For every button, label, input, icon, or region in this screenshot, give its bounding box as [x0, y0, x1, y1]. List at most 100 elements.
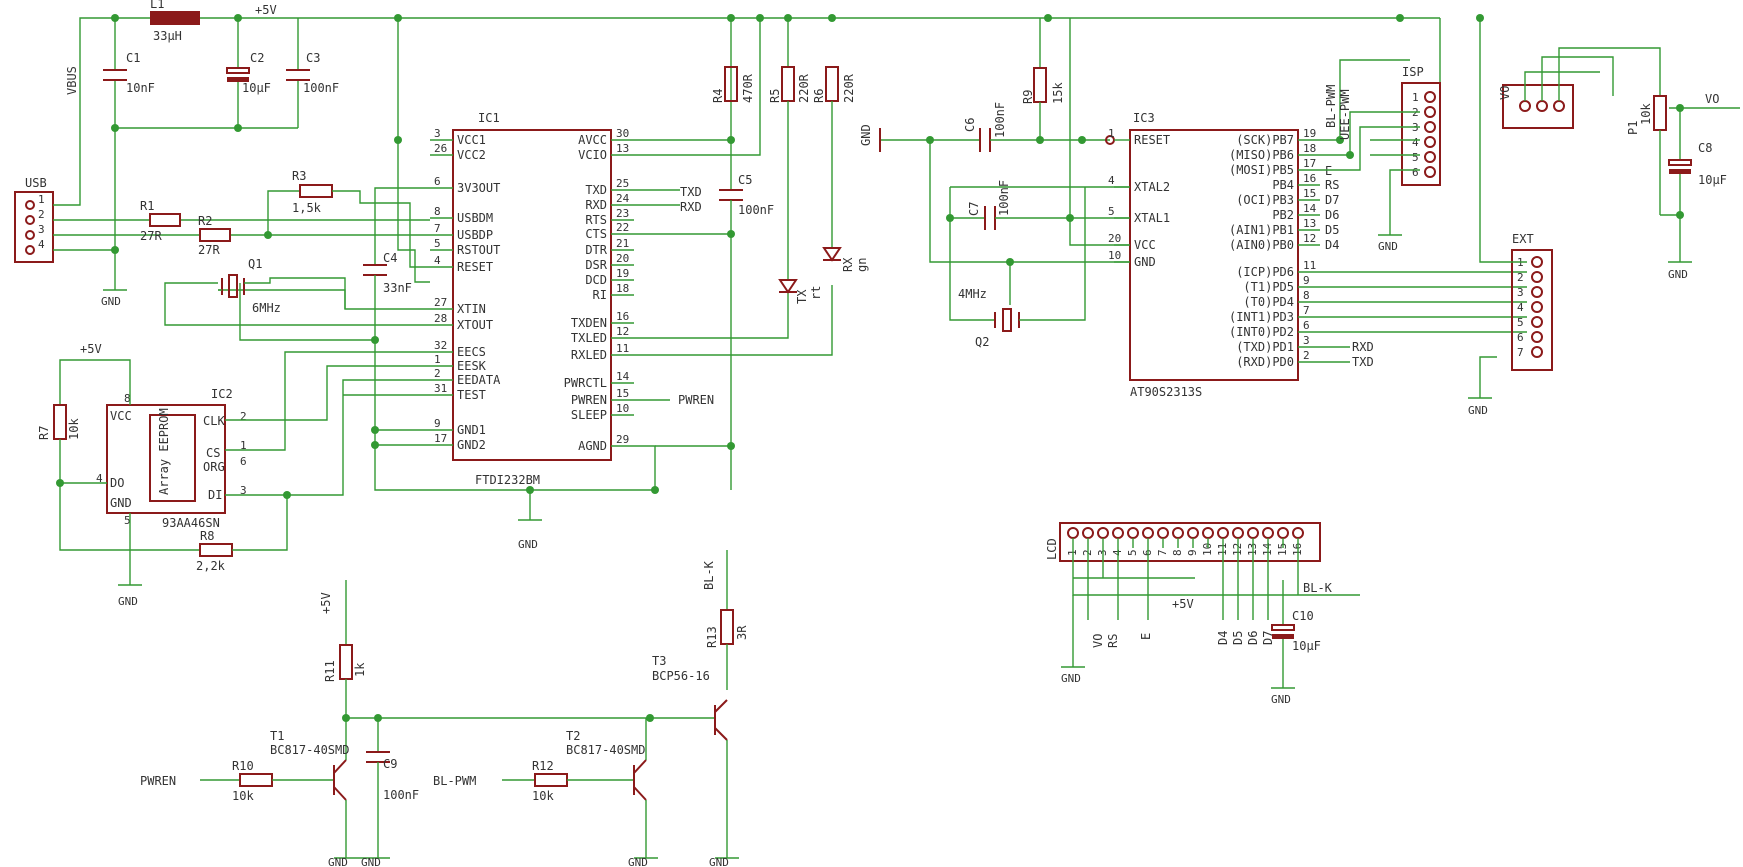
c4-ref: C4: [383, 251, 397, 265]
ic2-pin-2-num: 2: [240, 410, 247, 423]
ic1-pin-name-txd: TXD: [585, 183, 607, 197]
r12-value: 10k: [532, 789, 554, 803]
p1-ref: P1: [1626, 121, 1640, 135]
ext-pin-label-4: 4: [1517, 301, 1524, 314]
lcd-pin-label-5: 5: [1126, 549, 1139, 556]
supply-rail: L1 33µH +5V VBUS: [65, 0, 1484, 200]
ic1-pin-num-7: 7: [434, 222, 441, 235]
c2-ref: C2: [250, 51, 264, 65]
isp-pin-label-4: 4: [1412, 136, 1419, 149]
ic3-pin-num-19: 19: [1303, 127, 1316, 140]
ic2-pin-1-num: 1: [240, 439, 247, 452]
ic1-pin-num-30: 30: [616, 127, 629, 140]
ic1-pin-num-3: 3: [434, 127, 441, 140]
r2-value: 27R: [198, 243, 220, 257]
ic1-pin-num-22: 22: [616, 221, 629, 234]
ic3-pin-num-4: 4: [1108, 174, 1115, 187]
ic3-net-7: D4: [1325, 238, 1339, 252]
ic3-pin-name-14: (RXD)PD0: [1236, 355, 1294, 369]
ic1-pin-num-6: 6: [434, 175, 441, 188]
ic3-pin-name-3: PB4: [1272, 178, 1294, 192]
lcd-pin-label-8: 8: [1171, 549, 1184, 556]
ic2-vcc-label: +5V: [80, 342, 102, 356]
ic1-pin-num-15: 15: [616, 387, 629, 400]
ic1-pin-name-dtr: DTR: [585, 243, 607, 257]
t2-ref: T2: [566, 729, 580, 743]
led-rx-value: gn: [855, 258, 869, 272]
lcd-pin-6: [1142, 527, 1154, 539]
lcd-pin-9: [1187, 527, 1199, 539]
ic1-pin-name-usbdp: USBDP: [457, 228, 493, 242]
lcd-pin-label-10: 10: [1201, 543, 1214, 556]
ic1-pin-name-gnd1: GND1: [457, 423, 486, 437]
led-tx-value: rt: [809, 286, 823, 300]
ic3-pin-num-7: 7: [1303, 304, 1310, 317]
net-txd-1: TXD: [680, 185, 702, 199]
vo-circuit: VO VO P1 10k GND C8 10µF: [1498, 47, 1740, 281]
t2-value: BC817-40SMD: [566, 743, 645, 757]
ic3-pin-name-0: (SCK)PB7: [1236, 133, 1294, 147]
r12-ref: R12: [532, 759, 554, 773]
ic1-pin-name-reset: RESET: [457, 260, 493, 274]
ext-pin-label-7: 7: [1517, 346, 1524, 359]
usb-pin-2: 2: [38, 208, 45, 221]
ic1-pin-num-12: 12: [616, 325, 629, 338]
gnd-vo: GND: [1668, 268, 1688, 281]
ic1-pin-num-1: 1: [434, 353, 441, 366]
isp-pin-label-1: 1: [1412, 91, 1419, 104]
ic1-value: FTDI232BM: [475, 473, 540, 487]
lcd-pin-label-15: 15: [1276, 543, 1289, 556]
c8-value: 10µF: [1698, 173, 1727, 187]
isp-pin-2: [1424, 106, 1436, 118]
ic3-pin-num-17: 17: [1303, 157, 1316, 170]
r7-value: 10k: [67, 418, 81, 440]
ic1-pin-name-rxd: RXD: [585, 198, 607, 212]
ic1-pin-name-usbdm: USBDM: [457, 211, 493, 225]
ic2-pin-di: DI: [208, 488, 222, 502]
ext-pin-label-3: 3: [1517, 286, 1524, 299]
ic2-array-label: Array EEPROM: [157, 408, 171, 495]
r10-ref: R10: [232, 759, 254, 773]
ic3-pin-num-12: 12: [1303, 232, 1316, 245]
gnd-usb: GND: [101, 295, 121, 308]
lcd-pin-7: [1157, 527, 1169, 539]
ic2-pin-6-num: 6: [240, 455, 247, 468]
r8-value: 2,2k: [196, 559, 226, 573]
gnd-t2: GND: [628, 856, 648, 867]
ic2-pin-8-num: 8: [124, 392, 131, 405]
ic3-pin-name-7: (AIN0)PB0: [1229, 238, 1294, 252]
ic3-ref: IC3: [1133, 111, 1155, 125]
r5-value: 220R: [797, 73, 811, 103]
ic1-ftdi: IC1 FTDI232BM VCC13VCC2263V3OUT6USBDM8US…: [164, 18, 833, 551]
ic3-net-6: D5: [1325, 223, 1339, 237]
ic3-pin-name-xtal1: XTAL1: [1134, 211, 1170, 225]
r1-value: 27R: [140, 229, 162, 243]
c2-value: 10µF: [242, 81, 271, 95]
ic1-pin-num-11: 11: [616, 342, 629, 355]
ic3-pin-name-6: (AIN1)PB1: [1229, 223, 1294, 237]
ic3-pin-num-9: 9: [1303, 274, 1310, 287]
ic1-pin-num-2: 2: [434, 367, 441, 380]
led-resistors: R4 470R R5 220R R6 220R TX rt RX gn: [711, 14, 869, 304]
ext-pin-label-2: 2: [1517, 271, 1524, 284]
t3-ref: T3: [652, 654, 666, 668]
ic1-pin-num-4: 4: [434, 254, 441, 267]
r3-value: 1,5k: [292, 201, 322, 215]
net-vo: VO: [1705, 92, 1719, 106]
resistor-r3: R3 1,5k: [267, 169, 430, 268]
ext-pin-6: [1531, 331, 1543, 343]
lcd-net-vo: VO: [1091, 634, 1105, 648]
ic1-pin-num-16: 16: [616, 310, 629, 323]
ic3-net-e: E: [1325, 164, 1332, 178]
r9-ref: R9: [1021, 90, 1035, 104]
ext-pin-7: [1531, 346, 1543, 358]
ic1-pin-name-pwren: PWREN: [571, 393, 607, 407]
usb-label: USB: [25, 176, 47, 190]
c5-ref: C5: [738, 173, 752, 187]
ic1-pin-name-txden: TXDEN: [571, 316, 607, 330]
ic3-pin-name-vcc: VCC: [1134, 238, 1156, 252]
ic3-pin-name-8: (ICP)PD6: [1236, 265, 1294, 279]
c7-ref: C7: [967, 202, 981, 216]
lcd-net-d4: D4: [1216, 631, 1230, 645]
